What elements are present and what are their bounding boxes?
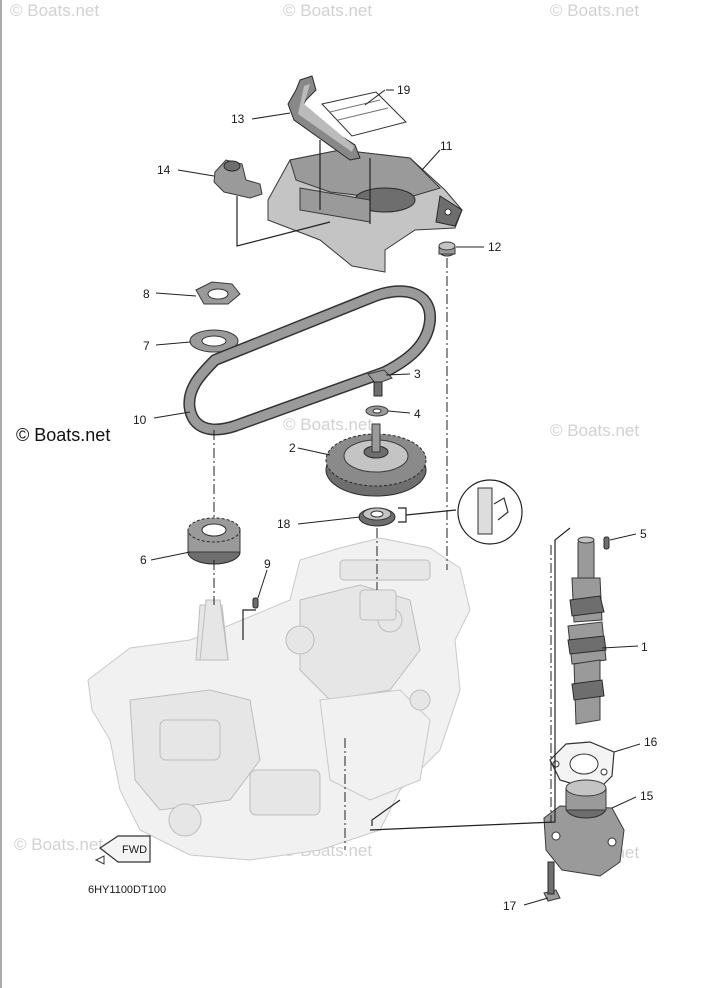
hose <box>287 75 361 161</box>
callout-17: 17 <box>503 899 517 913</box>
watermark: © Boats.net <box>550 421 639 440</box>
detail-circle <box>398 479 523 545</box>
oil-pump <box>543 779 625 877</box>
pin-small <box>603 536 610 550</box>
bolt <box>367 369 393 397</box>
callout-15: 15 <box>640 789 654 803</box>
diagram-code: 6HY1100DT100 <box>88 884 166 896</box>
callout-11: 11 <box>440 139 453 153</box>
fwd-arrow: FWD <box>94 835 151 865</box>
callout-3: 3 <box>414 367 421 381</box>
callout-18: 18 <box>277 517 291 531</box>
drive-sprocket <box>187 517 241 565</box>
watermark: © Boats.net <box>283 415 372 434</box>
callout-4: 4 <box>414 407 421 421</box>
washer <box>189 329 239 353</box>
callout-9: 9 <box>264 557 271 571</box>
grommet <box>213 159 263 199</box>
watermark: © Boats.net <box>10 1 99 20</box>
watermark: © Boats.net <box>283 1 372 20</box>
callout-5: 5 <box>640 527 647 541</box>
watermark: © Boats.net <box>550 1 639 20</box>
pin <box>252 597 259 609</box>
callout-7: 7 <box>143 339 150 353</box>
callout-2: 2 <box>289 441 296 455</box>
callout-13: 13 <box>231 112 245 126</box>
timing-belt-cover <box>267 149 463 273</box>
callout-19: 19 <box>397 83 411 97</box>
callouts: 1 2 3 4 5 6 7 8 9 10 11 12 13 14 15 16 1… <box>133 83 658 913</box>
callout-10: 10 <box>133 413 147 427</box>
washer-small <box>365 405 389 417</box>
watermark: © Boats.net <box>14 835 103 854</box>
callout-8: 8 <box>143 287 150 301</box>
callout-12: 12 <box>488 240 502 254</box>
bolt-long <box>543 861 561 902</box>
oil-seal <box>358 507 396 527</box>
assembly-lines <box>213 140 571 850</box>
watermark-main: © Boats.net <box>16 425 110 445</box>
label-plate <box>321 91 407 137</box>
leader-lines <box>150 89 641 906</box>
camshaft <box>567 536 607 725</box>
callout-16: 16 <box>644 735 658 749</box>
gasket <box>549 741 615 791</box>
timing-belt <box>183 285 436 436</box>
nut <box>195 281 241 305</box>
callout-1: 1 <box>641 640 648 654</box>
driven-gear <box>325 423 427 497</box>
callout-14: 14 <box>157 163 171 177</box>
crankshaft-end <box>199 599 229 661</box>
callout-6: 6 <box>140 553 147 567</box>
fwd-label: FWD <box>122 844 147 856</box>
cylinder-block-ghost <box>87 537 471 861</box>
collar <box>438 241 456 257</box>
